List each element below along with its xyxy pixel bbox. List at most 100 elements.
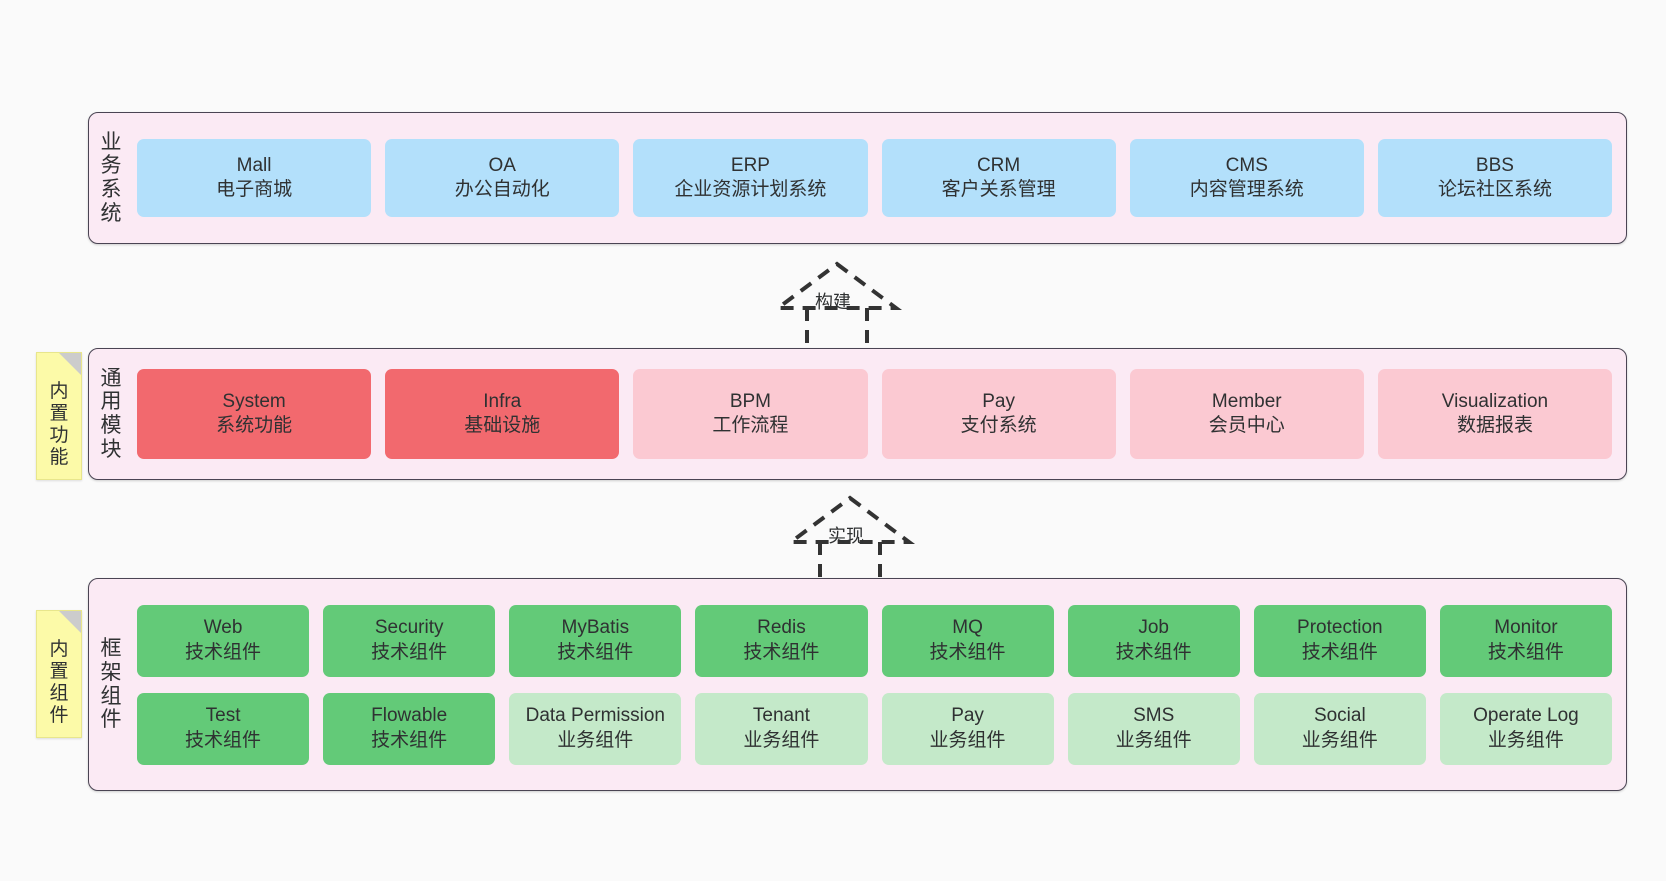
- sticky-note-text: 内 置 功 能: [49, 363, 68, 468]
- component-name: MyBatis: [561, 617, 630, 639]
- component-box-mq[interactable]: MQ 技术组件: [881, 604, 1054, 677]
- module-name: BPM: [729, 390, 772, 412]
- module-box-erp[interactable]: ERP 企业资源计划系统: [633, 139, 868, 217]
- component-name: Operate Log: [1473, 705, 1579, 727]
- module-desc: 内容管理系统: [1189, 179, 1304, 200]
- component-desc: 业务组件: [1115, 729, 1192, 751]
- component-name: Job: [1138, 617, 1169, 639]
- module-desc: 客户关系管理: [941, 179, 1056, 200]
- framework-row-business: Test 技术组件 Flowable 技术组件 Data Permission …: [137, 692, 1612, 765]
- component-name: Flowable: [371, 705, 448, 727]
- component-box-web[interactable]: Web 技术组件: [137, 604, 310, 677]
- component-desc: 技术组件: [371, 641, 448, 663]
- component-name: Web: [203, 617, 243, 639]
- component-box-security[interactable]: Security 技术组件: [323, 604, 496, 677]
- module-name: Infra: [483, 390, 522, 412]
- layer-title-char: 模: [100, 414, 122, 437]
- component-name: Protection: [1297, 617, 1383, 639]
- layer-title-char: 通: [100, 366, 122, 390]
- module-box-oa[interactable]: OA 办公自动化: [385, 139, 620, 217]
- module-box-cms[interactable]: CMS 内容管理系统: [1129, 139, 1364, 217]
- module-desc: 工作流程: [712, 415, 789, 436]
- layer-title-char: 件: [100, 708, 122, 732]
- layer-title-char: 统: [100, 201, 122, 225]
- layer-common-modules: 通 用 模 块 System 系统功能 Infra 基础设施 BPM 工作流程 …: [88, 348, 1627, 480]
- component-name: Tenant: [752, 705, 810, 727]
- layer-business-title: 业 务 系 统: [89, 113, 133, 243]
- connector-build: 构建: [757, 258, 917, 354]
- component-desc: 技术组件: [1487, 641, 1564, 663]
- layer-framework-body: Web 技术组件 Security 技术组件 MyBatis 技术组件 Redi…: [133, 579, 1626, 790]
- note-char: 功: [49, 425, 69, 446]
- note-char: 能: [49, 446, 69, 468]
- connector-build-label: 构建: [815, 292, 851, 312]
- module-desc: 办公自动化: [454, 179, 550, 200]
- module-name: System: [222, 390, 286, 412]
- module-name: CMS: [1225, 154, 1268, 176]
- component-box-flowable[interactable]: Flowable 技术组件: [323, 692, 496, 765]
- layer-title-char: 组: [100, 684, 122, 708]
- module-desc: 支付系统: [960, 415, 1037, 436]
- layer-title-char: 框: [100, 637, 122, 661]
- module-desc: 基础设施: [464, 415, 541, 436]
- module-desc: 系统功能: [216, 415, 293, 436]
- module-name: Member: [1211, 390, 1282, 412]
- module-box-member[interactable]: Member 会员中心: [1129, 369, 1364, 459]
- module-name: Visualization: [1441, 390, 1549, 412]
- module-desc: 会员中心: [1208, 415, 1285, 436]
- layer-business-body: Mall 电子商城 OA 办公自动化 ERP 企业资源计划系统 CRM 客户关系…: [133, 113, 1626, 243]
- component-box-data-permission[interactable]: Data Permission 业务组件: [509, 692, 682, 765]
- module-box-mall[interactable]: Mall 电子商城: [137, 139, 372, 217]
- layer-title-char: 业: [100, 130, 122, 154]
- module-box-bbs[interactable]: BBS 论坛社区系统: [1377, 139, 1613, 217]
- component-box-social[interactable]: Social 业务组件: [1253, 692, 1426, 765]
- component-name: Data Permission: [525, 705, 665, 727]
- component-box-monitor[interactable]: Monitor 技术组件: [1439, 604, 1612, 677]
- note-char: 置: [49, 403, 69, 425]
- module-name: Mall: [236, 154, 272, 176]
- component-desc: 业务组件: [929, 729, 1006, 751]
- component-box-mybatis[interactable]: MyBatis 技术组件: [509, 604, 682, 677]
- component-box-tenant[interactable]: Tenant 业务组件: [695, 692, 868, 765]
- module-name: OA: [488, 154, 516, 176]
- component-box-job[interactable]: Job 技术组件: [1067, 604, 1240, 677]
- component-desc: 技术组件: [371, 729, 448, 751]
- sticky-note-builtin-components: 内 置 组 件: [36, 610, 82, 738]
- module-name: CRM: [976, 154, 1021, 176]
- module-box-system[interactable]: System 系统功能: [137, 369, 372, 459]
- component-box-redis[interactable]: Redis 技术组件: [695, 604, 868, 677]
- component-desc: 技术组件: [1115, 641, 1192, 663]
- connector-realize: 实现: [770, 492, 930, 588]
- layer-common-title: 通 用 模 块: [89, 349, 133, 479]
- folded-corner-icon: [59, 353, 81, 375]
- note-char: 内: [49, 639, 69, 661]
- component-box-sms[interactable]: SMS 业务组件: [1067, 692, 1240, 765]
- component-box-operate-log[interactable]: Operate Log 业务组件: [1439, 692, 1612, 765]
- component-desc: 技术组件: [557, 641, 634, 663]
- module-box-pay[interactable]: Pay 支付系统: [881, 369, 1116, 459]
- module-name: Pay: [982, 390, 1015, 412]
- component-name: Social: [1313, 705, 1366, 727]
- component-name: Monitor: [1494, 617, 1558, 639]
- component-desc: 技术组件: [185, 641, 262, 663]
- layer-business-systems: 业 务 系 统 Mall 电子商城 OA 办公自动化 ERP 企业资源计划系统 …: [88, 112, 1627, 244]
- module-name: ERP: [730, 154, 770, 176]
- module-box-infra[interactable]: Infra 基础设施: [385, 369, 620, 459]
- module-box-crm[interactable]: CRM 客户关系管理: [881, 139, 1116, 217]
- module-desc: 数据报表: [1456, 415, 1533, 436]
- layer-title-char: 务: [100, 154, 122, 178]
- module-box-bpm[interactable]: BPM 工作流程: [633, 369, 868, 459]
- component-box-test[interactable]: Test 技术组件: [137, 692, 310, 765]
- component-desc: 技术组件: [1301, 641, 1378, 663]
- component-desc: 技术组件: [743, 641, 820, 663]
- module-box-visualization[interactable]: Visualization 数据报表: [1377, 369, 1613, 459]
- layer-title-char: 用: [100, 390, 122, 414]
- component-box-pay[interactable]: Pay 业务组件: [881, 692, 1054, 765]
- note-char: 置: [49, 661, 69, 683]
- component-name: Redis: [757, 617, 806, 639]
- component-desc: 业务组件: [557, 729, 634, 751]
- component-desc: 业务组件: [743, 729, 820, 751]
- sticky-note-builtin-features: 内 置 功 能: [36, 352, 82, 480]
- component-box-protection[interactable]: Protection 技术组件: [1253, 604, 1426, 677]
